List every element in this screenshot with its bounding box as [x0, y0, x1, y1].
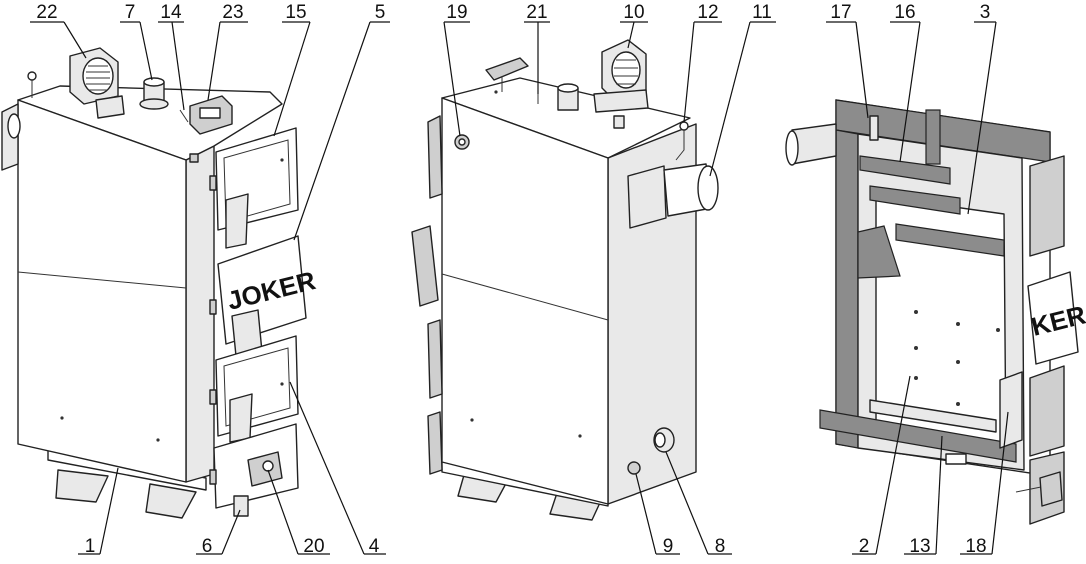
callout-23: 23 [222, 2, 243, 23]
middle-door-icon [215, 335, 299, 443]
blower-fan-icon [69, 47, 125, 119]
callout-20: 20 [303, 536, 324, 557]
callout-22: 22 [36, 2, 57, 23]
callout-15: 15 [285, 2, 306, 23]
callout-1: 1 [85, 536, 96, 557]
callouts-left-top: 22 7 14 23 15 5 [30, 2, 390, 241]
boiler-rear-view [411, 39, 719, 521]
callout-2: 2 [859, 536, 870, 557]
callouts-mid-top: 19 21 10 12 11 [443, 2, 776, 177]
callouts-right-bottom: 2 13 18 [852, 375, 1009, 557]
callout-17: 17 [830, 2, 851, 23]
callout-11: 11 [752, 2, 772, 23]
callouts-left-bottom: 1 6 20 4 [78, 381, 386, 557]
heat-exchanger-baffles-icon [857, 155, 1005, 279]
callout-19: 19 [446, 2, 467, 23]
callout-9: 9 [663, 536, 674, 557]
callout-12: 12 [697, 2, 718, 23]
callout-16: 16 [894, 2, 915, 23]
callout-21: 21 [526, 2, 547, 23]
callout-5: 5 [375, 2, 386, 23]
ash-door-icon [213, 423, 299, 517]
boiler-section-view: KER [785, 99, 1086, 525]
flue-pipe-icon [139, 77, 169, 110]
callout-8: 8 [715, 536, 726, 557]
blower-fan-rear-icon [593, 39, 649, 113]
upper-door-icon [215, 127, 299, 249]
callouts-right-top: 17 16 3 [826, 2, 997, 215]
controller-icon [189, 95, 233, 135]
return-pipe-icon [653, 427, 675, 453]
callout-13: 13 [909, 536, 930, 557]
callout-18: 18 [965, 536, 986, 557]
boiler-front-view: JOKER [1, 47, 319, 519]
callouts-mid-bottom: 9 8 [635, 451, 732, 557]
callout-10: 10 [623, 2, 644, 23]
callout-4: 4 [369, 536, 380, 557]
callout-3: 3 [980, 2, 991, 23]
flue-outlet-icon [627, 163, 719, 229]
loading-door-icon: JOKER [217, 235, 319, 357]
callout-14: 14 [160, 2, 182, 23]
callout-7: 7 [125, 2, 136, 23]
callout-6: 6 [202, 536, 213, 557]
